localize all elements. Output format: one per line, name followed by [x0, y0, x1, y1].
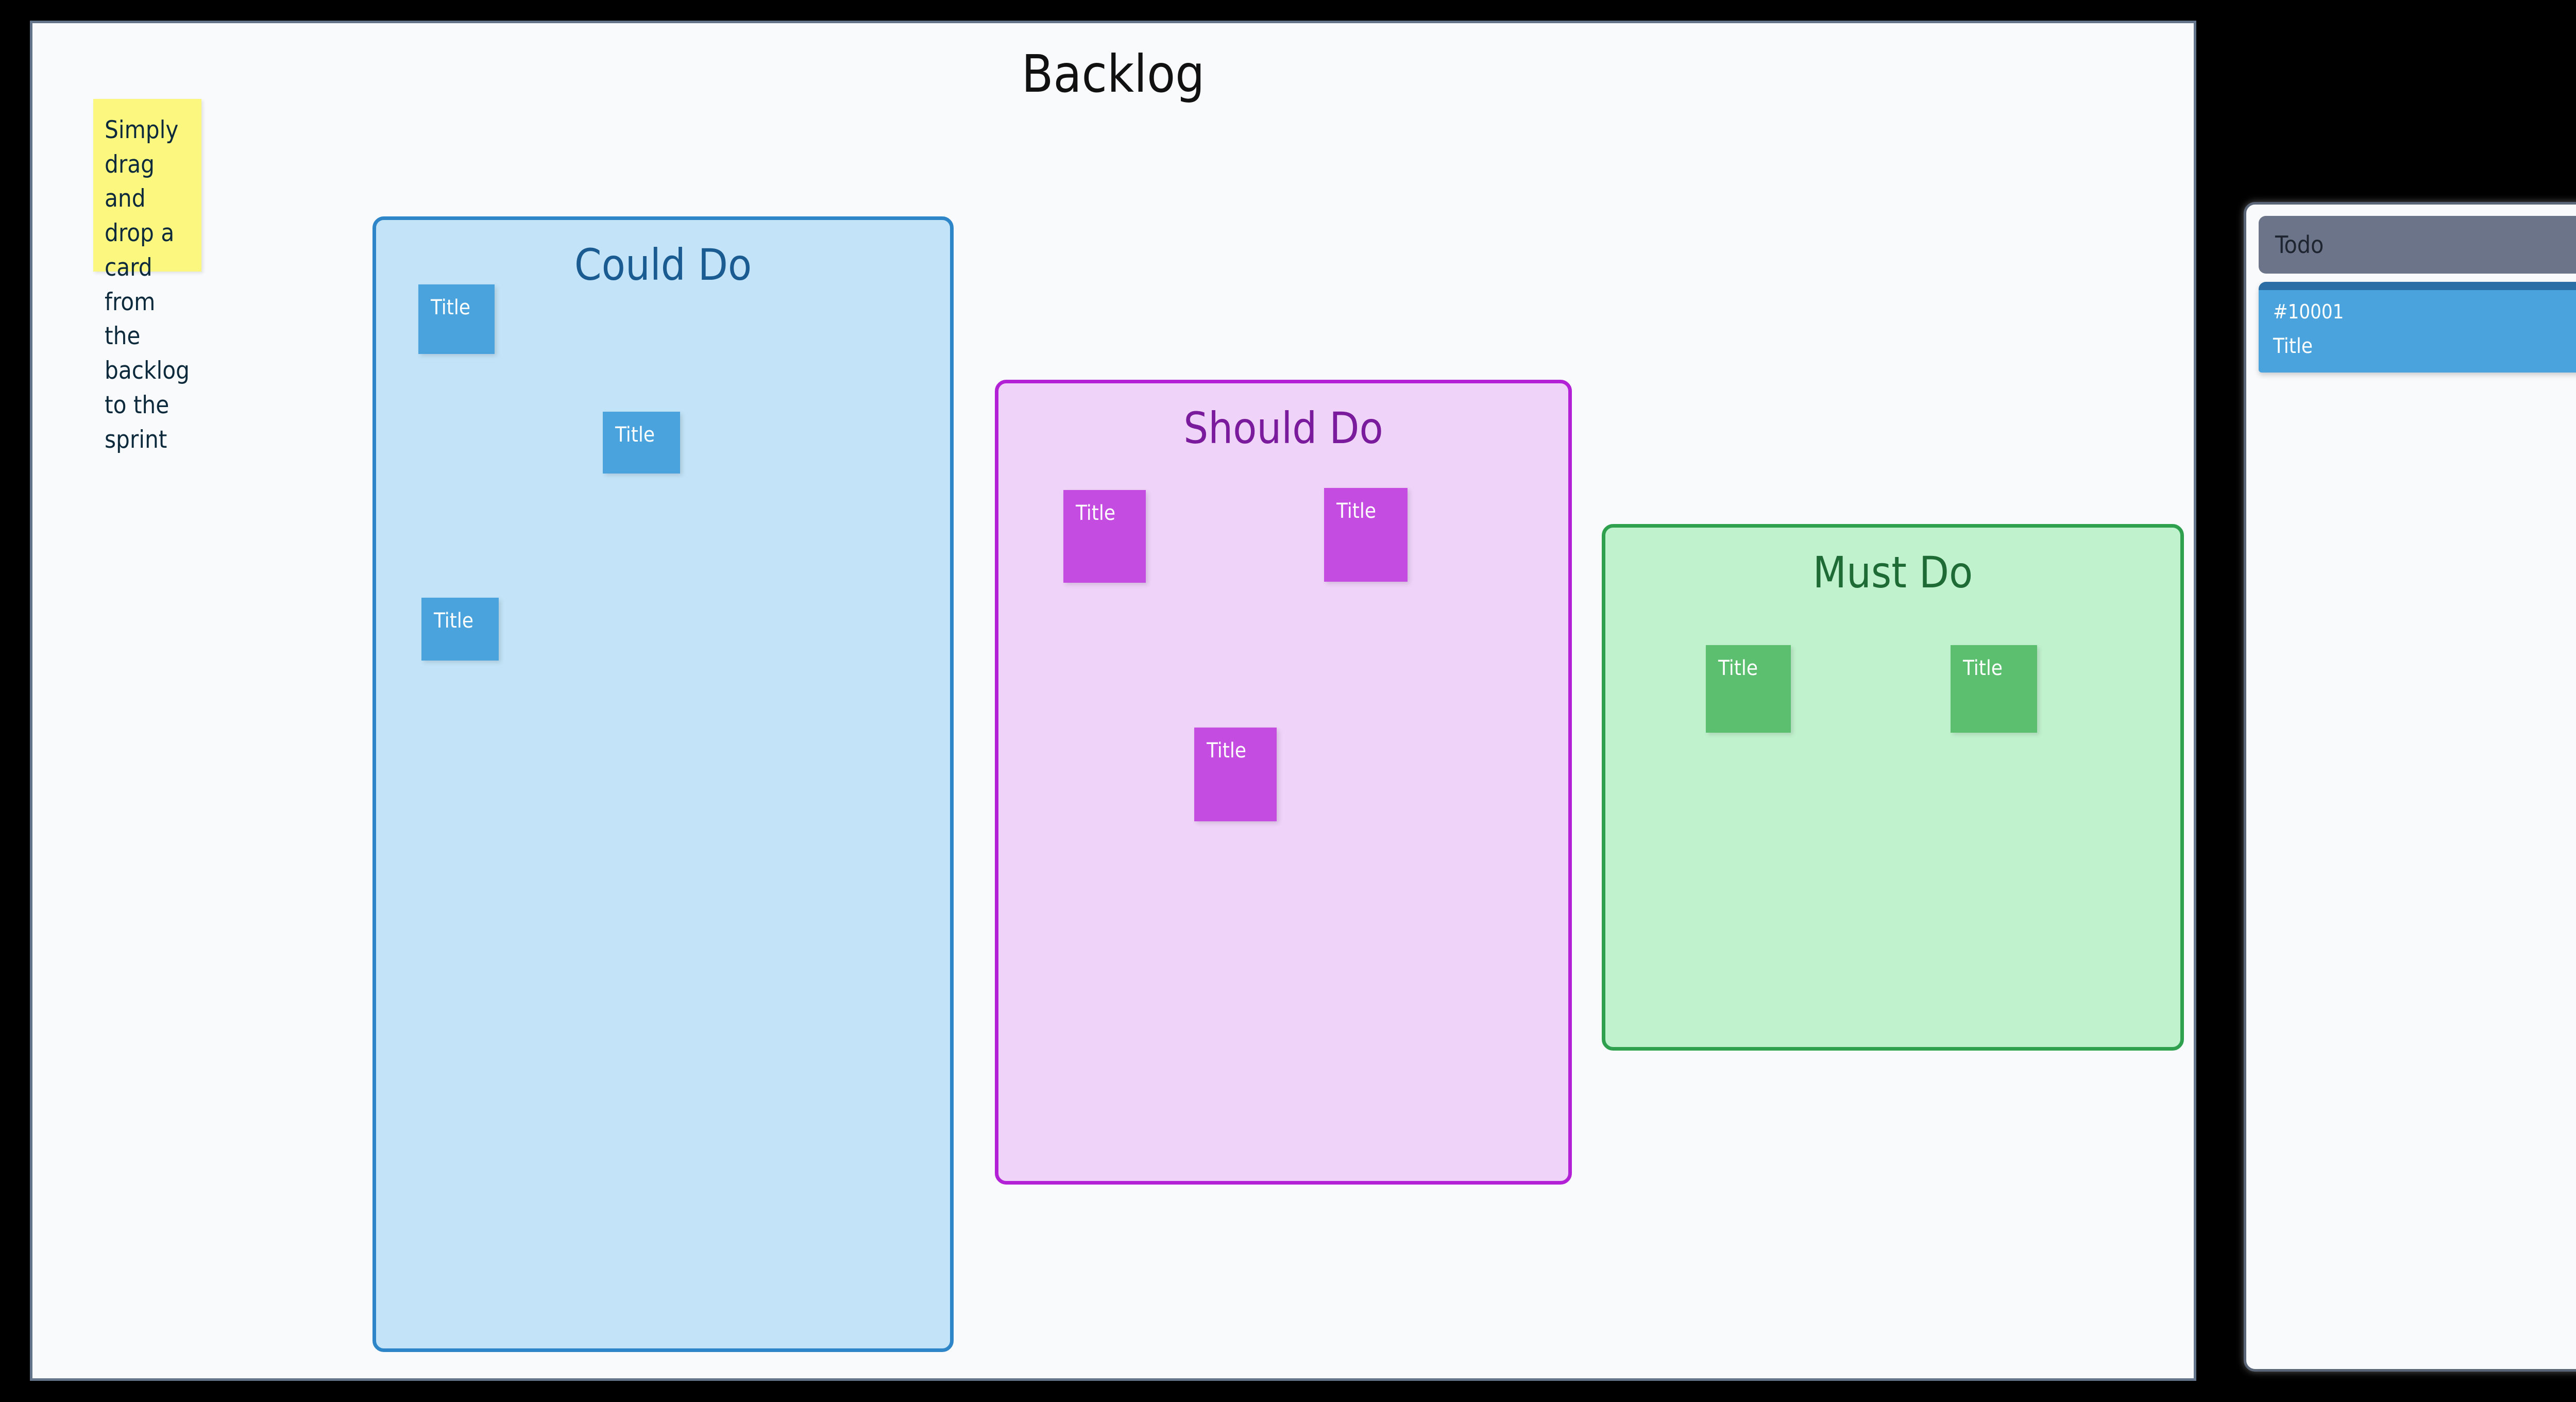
backlog-card-label: Title	[1718, 656, 1758, 680]
swimlane-must-do[interactable]: Must Do Title Title	[1602, 524, 2184, 1051]
sprint-column-todo-header: Todo	[2259, 216, 2576, 274]
backlog-panel: Backlog Simply drag and drop a card from…	[30, 21, 2196, 1381]
sticky-note-instruction: Simply drag and drop a card from the bac…	[93, 99, 201, 454]
backlog-card-label: Title	[615, 423, 655, 447]
backlog-card[interactable]: Title	[1324, 488, 1408, 582]
backlog-card[interactable]: Title	[1951, 645, 2037, 733]
backlog-card-label: Title	[434, 609, 473, 633]
backlog-card[interactable]: Title	[421, 598, 499, 661]
backlog-card[interactable]: Title	[1194, 728, 1277, 821]
sprint-card[interactable]: #10001 Title	[2259, 282, 2576, 373]
swimlane-could-do[interactable]: Could Do Title Title Title	[372, 216, 954, 1352]
sprint-card-id: #10001	[2273, 300, 2344, 323]
swimlane-should-do-title: Should Do	[1183, 403, 1383, 453]
backlog-card[interactable]: Title	[603, 412, 680, 474]
backlog-title: Backlog	[1021, 44, 1205, 104]
backlog-card-label: Title	[1336, 499, 1376, 523]
backlog-card-label: Title	[1963, 656, 2003, 680]
sprint-card-title: Title	[2273, 334, 2313, 358]
sprint-column-todo-label: Todo	[2275, 231, 2324, 259]
backlog-card-label: Title	[1076, 501, 1115, 525]
swimlane-should-do[interactable]: Should Do Title Title Title	[995, 380, 1572, 1185]
sprint-board: Todo #10001 Title In progress #10001 Tit…	[2244, 202, 2576, 1372]
backlog-card-label: Title	[1207, 739, 1246, 763]
swimlane-could-do-title: Could Do	[574, 240, 752, 290]
swimlane-must-do-title: Must Do	[1812, 547, 1973, 598]
sprint-column-todo[interactable]: Todo #10001 Title	[2244, 202, 2576, 1372]
backlog-card[interactable]: Title	[1063, 490, 1146, 583]
backlog-card[interactable]: Title	[1706, 645, 1791, 733]
backlog-card-label: Title	[431, 296, 470, 319]
backlog-card[interactable]: Title	[418, 284, 495, 354]
